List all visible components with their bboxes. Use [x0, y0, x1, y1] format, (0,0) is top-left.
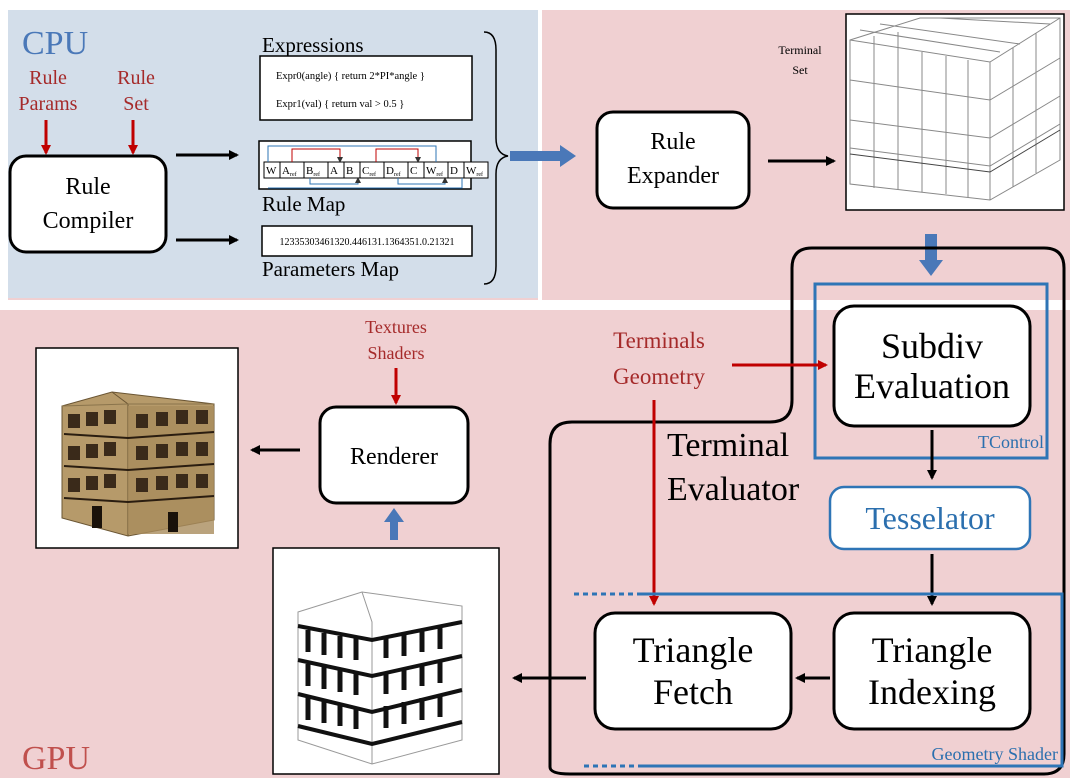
expr1-text: Expr1(val) { return val > 0.5 }: [276, 99, 404, 110]
rule-expander-box: [595, 110, 751, 210]
rule-map-cell-label: D: [450, 165, 458, 177]
rule-map-title: Rule Map: [262, 192, 345, 216]
gpu-label: GPU: [22, 740, 90, 777]
triangle-fetch-box: [593, 611, 793, 731]
expressions-title: Expressions: [262, 33, 364, 57]
subdiv-label-2: Evaluation: [854, 366, 1010, 406]
tcontrol-label: TControl: [978, 432, 1044, 452]
terminal-set-label-2: Set: [792, 63, 808, 77]
triangle-indexing-label-1: Triangle: [872, 630, 993, 670]
terminals-geometry-label-1: Terminals: [613, 328, 705, 353]
rule-expander-label-2: Expander: [627, 163, 719, 189]
params-box: [261, 225, 473, 257]
triangle-fetch-label-1: Triangle: [633, 630, 754, 670]
triangle-fetch-label-2: Fetch: [653, 672, 733, 712]
rule-map-cell-label: B: [346, 165, 353, 177]
expr0-text: Expr0(angle) { return 2*PI*angle }: [276, 71, 425, 82]
brace: [483, 31, 509, 285]
wireframe-to-renderer-arrow: [384, 508, 404, 540]
rule-map-cell: [463, 161, 489, 179]
rule-set-label-2: Set: [123, 93, 149, 115]
renderer-label: Renderer: [350, 444, 438, 470]
terminal-set-image: [845, 13, 1065, 211]
wireframe-cube-icon: [849, 17, 1061, 201]
renderer-box: [318, 405, 470, 505]
terminal-evaluator-label-1: Terminal: [667, 427, 789, 464]
rule-set-label-1: Rule: [117, 67, 155, 89]
rule-map-cell-label: C: [410, 165, 417, 177]
terminal-evaluator-frame: [548, 246, 1066, 776]
params-title: Parameters Map: [262, 257, 399, 281]
triangle-indexing-label-2: Indexing: [868, 672, 996, 712]
rule-expander-label-1: Rule: [650, 129, 695, 155]
terminalset-to-subdiv-arrow: [919, 234, 943, 276]
terminals-geometry-label-2: Geometry: [613, 364, 705, 389]
params-values: 12335303461320.446131.1364351.0.21321: [280, 237, 455, 248]
subdiv-evaluation-box: [832, 304, 1032, 428]
wireframe-building-icon: [297, 591, 463, 765]
geometry-shader-frame: [640, 592, 1064, 768]
terminal-set-label-1: Terminal: [778, 43, 822, 57]
textures-shaders-label-1: Textures: [365, 317, 427, 337]
rule-map-link-6: [268, 178, 463, 189]
rule-compiler-label-1: Rule: [65, 174, 110, 200]
textures-shaders-label-2: Shaders: [368, 343, 425, 363]
rule-compiler-label-2: Compiler: [43, 208, 134, 234]
rule-map-link-5: [267, 145, 437, 162]
geometry-shader-label: Geometry Shader: [932, 744, 1058, 764]
rendered-building-icon: [61, 391, 215, 537]
rule-params-label-1: Rule: [29, 67, 67, 89]
rule-map-link-2: [309, 177, 361, 185]
tesselator-label: Tesselator: [865, 500, 995, 536]
rule-map-cell-label: A: [330, 165, 338, 177]
expressions-box: [259, 55, 473, 121]
cpu-to-gpu-arrow: [510, 145, 576, 167]
rule-map-cell-label: W: [266, 165, 277, 177]
tesselator-box: [828, 485, 1032, 551]
subdiv-label-1: Subdiv: [881, 326, 983, 366]
terminal-evaluator-label-2: Evaluator: [667, 471, 800, 508]
rule-map-link-1: [291, 148, 343, 163]
rule-map-link-3: [375, 148, 421, 163]
triangle-indexing-box: [832, 611, 1032, 731]
rule-compiler-box: [8, 154, 168, 254]
cpu-label: CPU: [22, 25, 88, 62]
rule-params-label-2: Params: [19, 93, 78, 115]
rule-map-link-4: [397, 177, 448, 185]
